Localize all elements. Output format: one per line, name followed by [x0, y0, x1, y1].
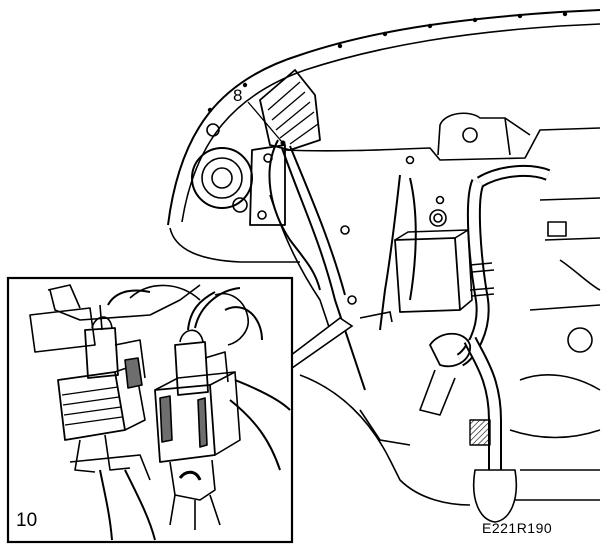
right-connector-lower [169, 459, 216, 501]
callout-10: 10 [16, 510, 38, 531]
hose-clamps [469, 262, 495, 297]
body-panel-outer-edge [167, 9, 601, 226]
main-view [167, 9, 601, 523]
pipe-bulb [472, 469, 518, 523]
callout-8: 8 [233, 86, 243, 105]
panel-rivets [207, 11, 568, 113]
strut-mount [437, 112, 511, 156]
right-connector-plug [174, 341, 209, 396]
inset-wires [99, 287, 291, 541]
inset-view [6, 276, 294, 544]
wiring-harness [268, 139, 417, 391]
inset-frame [6, 276, 294, 544]
lower-body-line [299, 374, 471, 506]
inset-bracket-upper [49, 284, 201, 321]
hand-outline [129, 284, 250, 346]
left-connector-plug [84, 327, 119, 379]
duct-ribs [267, 81, 319, 145]
transmission-housing [529, 197, 601, 311]
left-connector-ribs [61, 386, 123, 426]
inner-panel [284, 127, 601, 161]
inner-wing-panel [169, 227, 300, 263]
figure-code: E221R190 [482, 520, 553, 536]
leader-line-8 [247, 101, 283, 143]
round-housing [191, 123, 253, 213]
control-module [394, 237, 461, 313]
harness-grommet [429, 332, 471, 368]
mounting-bracket [249, 144, 286, 226]
ribbed-duct [259, 69, 321, 151]
body-panel-inner-edge [181, 23, 601, 223]
hatched-connector [469, 419, 491, 446]
